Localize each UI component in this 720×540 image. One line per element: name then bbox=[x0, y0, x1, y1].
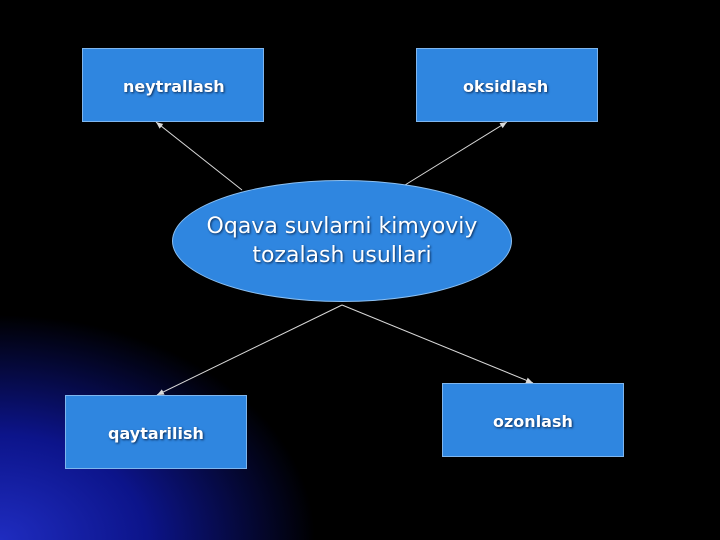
arrow-to-ozonlash bbox=[341, 304, 534, 384]
arrow-to-oksidlash bbox=[404, 121, 508, 186]
method-label-oksidlash: oksidlash bbox=[463, 77, 549, 96]
central-topic-line2: tozalash usullari bbox=[252, 243, 432, 268]
method-box-qaytarilish: qaytarilish bbox=[65, 395, 247, 469]
central-topic-line1: Oqava suvlarni kimyoviy bbox=[206, 214, 478, 239]
method-box-oksidlash: oksidlash bbox=[416, 48, 598, 122]
central-topic-ellipse: Oqava suvlarni kimyoviy tozalash usullar… bbox=[172, 180, 512, 302]
arrow-to-qaytarilish bbox=[156, 304, 343, 396]
method-box-ozonlash: ozonlash bbox=[442, 383, 624, 457]
method-label-ozonlash: ozonlash bbox=[493, 412, 573, 431]
method-label-qaytarilish: qaytarilish bbox=[108, 424, 204, 443]
method-box-neytrallash: neytrallash bbox=[82, 48, 264, 122]
arrow-to-neytrallash bbox=[155, 121, 243, 191]
method-label-neytrallash: neytrallash bbox=[123, 77, 225, 96]
